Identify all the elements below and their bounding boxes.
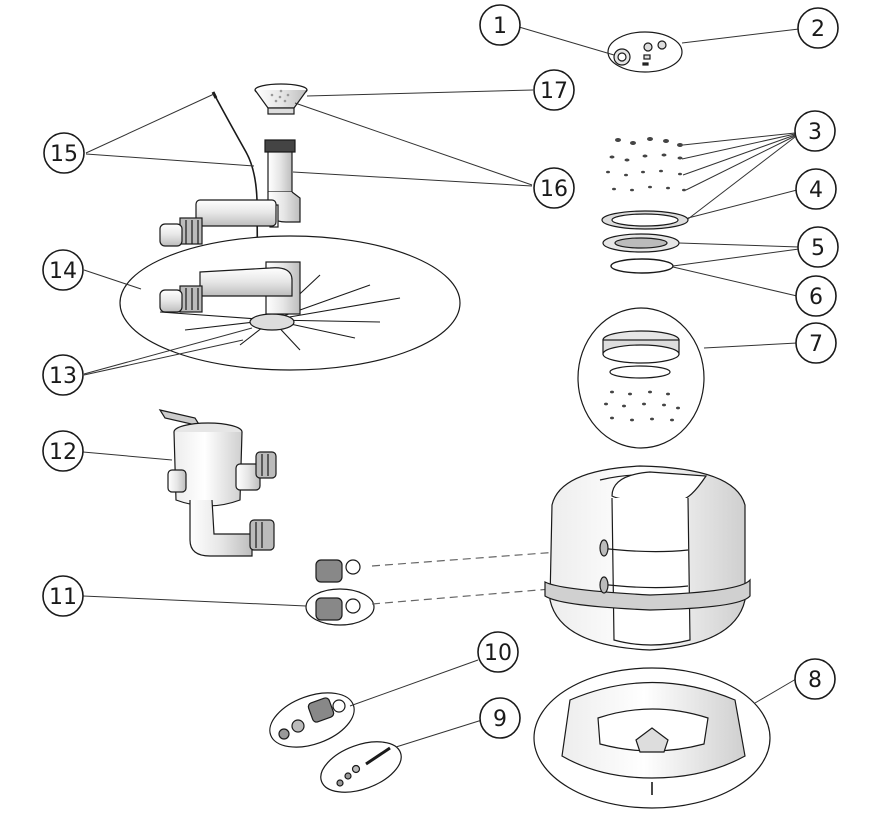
- callout-circle: [42, 575, 84, 617]
- part-6-o-ring: [610, 258, 674, 274]
- callout-circle: [797, 7, 839, 49]
- callout-number: 6: [809, 285, 823, 310]
- callout-number: 10: [484, 641, 512, 666]
- callout-number: 11: [49, 585, 77, 610]
- callout-number: 14: [49, 259, 77, 284]
- callout-number: 8: [808, 668, 822, 693]
- part-8-base: [533, 667, 771, 809]
- callout-17: 17: [533, 69, 575, 111]
- part-11-union-fittings: [305, 559, 375, 626]
- callout-13: 13: [42, 354, 84, 396]
- callout-circle: [42, 430, 84, 472]
- callout-number: 16: [540, 177, 568, 202]
- callout-15: 15: [43, 132, 85, 174]
- callout-number: 2: [811, 17, 825, 42]
- leader-lines: [82, 26, 800, 748]
- callout-10: 10: [477, 631, 519, 673]
- callout-3: 3: [794, 110, 836, 152]
- part-16-standpipe: [159, 139, 301, 247]
- callout-7: 7: [795, 322, 837, 364]
- part-4-lid-ring: [601, 210, 689, 230]
- callout-circle: [533, 69, 575, 111]
- callout-number: 17: [540, 79, 568, 104]
- callout-11: 11: [42, 575, 84, 617]
- part-12-multiport-valve: [158, 409, 277, 557]
- callout-circle: [795, 275, 837, 317]
- callout-circle: [477, 631, 519, 673]
- callout-number: 15: [50, 142, 78, 167]
- callout-circle: [797, 226, 839, 268]
- callout-circle: [479, 4, 521, 46]
- callout-circle: [42, 249, 84, 291]
- callout-circle: [794, 658, 836, 700]
- callout-12: 12: [42, 430, 84, 472]
- callout-circle: [795, 322, 837, 364]
- callout-number: 4: [809, 178, 823, 203]
- callout-8: 8: [794, 658, 836, 700]
- part-3-nozzles: [606, 137, 686, 192]
- callout-5: 5: [797, 226, 839, 268]
- part-2-fittings: [607, 31, 683, 73]
- callout-number: 12: [49, 440, 77, 465]
- callout-circle: [533, 167, 575, 209]
- callout-circle: [794, 110, 836, 152]
- callout-circle: [42, 354, 84, 396]
- callout-number: 13: [49, 364, 77, 389]
- part-14-lateral-assembly: [119, 235, 461, 371]
- callout-number: 1: [493, 14, 507, 39]
- callout-6: 6: [795, 275, 837, 317]
- callout-4: 4: [795, 168, 837, 210]
- part-17-strainer: [254, 83, 308, 115]
- part-5-gasket-disc: [602, 233, 680, 253]
- callout-16: 16: [533, 167, 575, 209]
- callout-14: 14: [42, 249, 84, 291]
- callout-1: 1: [479, 4, 521, 46]
- part-7-inner-assembly: [577, 307, 705, 449]
- filter-tank: [544, 465, 751, 651]
- callout-number: 9: [493, 707, 507, 732]
- callout-circle: [43, 132, 85, 174]
- callout-2: 2: [797, 7, 839, 49]
- callout-9: 9: [479, 697, 521, 739]
- callout-number: 3: [808, 120, 822, 145]
- callout-number: 7: [809, 332, 823, 357]
- part-15-air-tube: [211, 91, 259, 331]
- part-10-drain-assembly: [269, 692, 355, 748]
- callout-circle: [479, 697, 521, 739]
- callout-circle: [795, 168, 837, 210]
- part-9-pressure-gauge-parts: [320, 741, 402, 793]
- callout-number: 5: [811, 236, 825, 261]
